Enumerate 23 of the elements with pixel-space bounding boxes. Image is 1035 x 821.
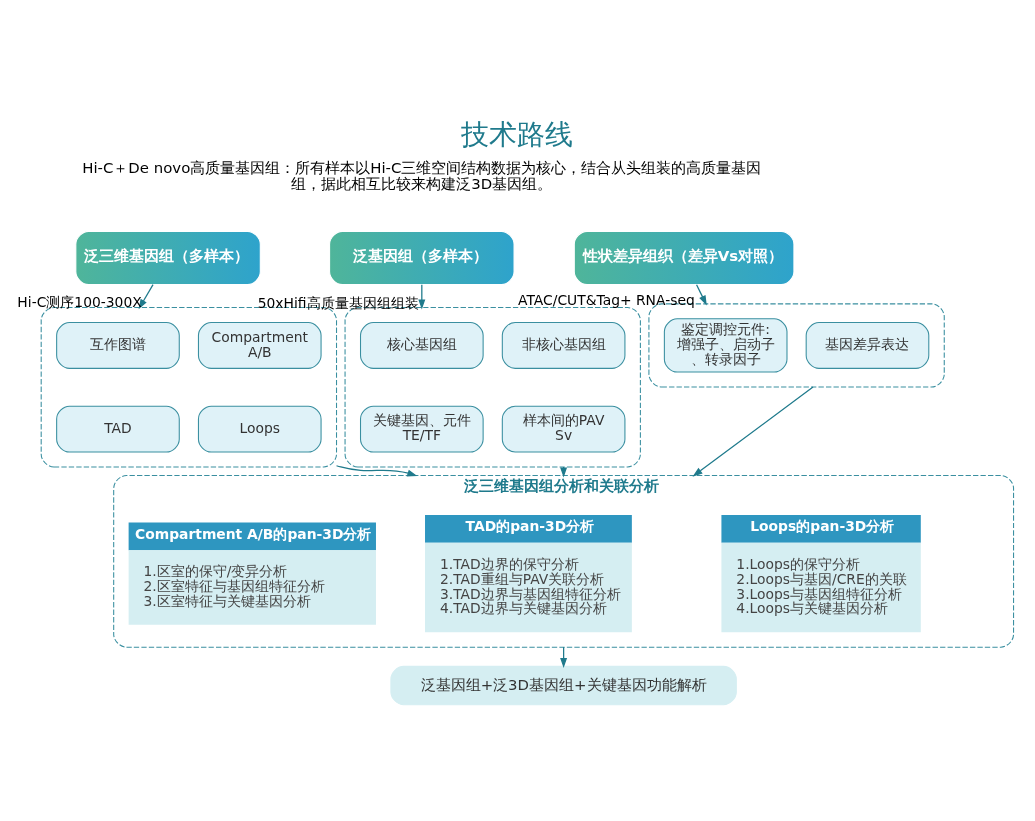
node-box: Loops xyxy=(197,405,322,453)
edge-label: ATAC/CUT&Tag+ RNA-seq xyxy=(518,291,695,308)
node-box: 关键基因、元件 TE/TF xyxy=(359,405,484,453)
node-box: 鉴定调控元件:增强子、启动子、转录因子 xyxy=(663,317,788,373)
node-box: 样本间的PAV Sv xyxy=(501,405,626,453)
label: Hi-C＋De novo高质量基因组：所有样本以Hi-C三维空间结构数据为核心，结合从头组装的高质量基因组，据此相互比较来构建泛3D基因组。 xyxy=(82,158,762,193)
node-box: Compartment A/B xyxy=(197,321,322,369)
edge-label: Hi-C测序100-300X xyxy=(17,293,142,310)
arrow xyxy=(335,464,418,476)
node-box: 基因差异表达 xyxy=(805,321,930,369)
diagram-title: 技术路线 xyxy=(461,117,574,151)
node-box: 性状差异组织（差异Vs对照） xyxy=(573,230,795,285)
node-box: 泛基因组+泛3D基因组+关键基因功能解析 xyxy=(390,665,737,705)
node-box: 非核心基因组 xyxy=(501,321,626,369)
edge-label: 50xHifi高质量基因组组装 xyxy=(257,294,419,311)
node-box: 泛基因组（多样本） xyxy=(329,230,515,285)
arrow xyxy=(695,283,707,306)
arrow xyxy=(692,385,814,477)
arrow xyxy=(138,283,154,309)
node-box: 核心基因组 xyxy=(359,321,484,369)
node-box: 泛三维基因组（多样本） xyxy=(75,230,261,285)
node-box: 互作图谱 xyxy=(56,321,180,369)
node-box: TAD xyxy=(56,405,180,453)
